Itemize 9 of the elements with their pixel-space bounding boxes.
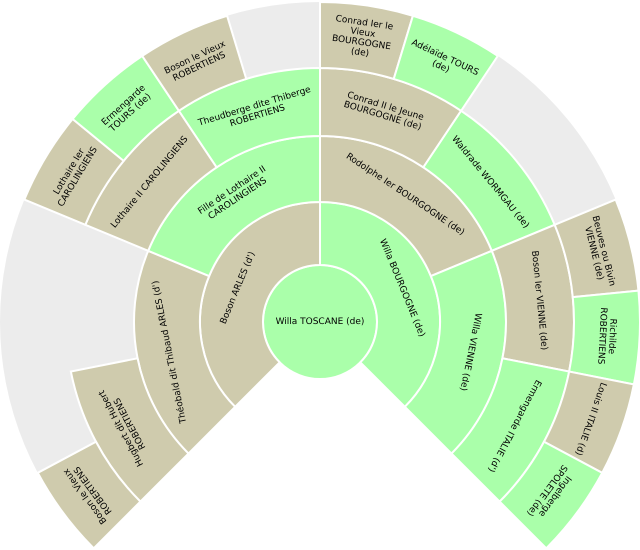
- person-name: Boson Ier VIENNE (de): [529, 250, 549, 351]
- person-name: Théobald dit Thibaud ARLES (d'): [150, 280, 190, 424]
- person-name: Louis II ITALIE (d): [572, 380, 608, 457]
- ancestor-segment: [554, 198, 640, 298]
- person-name: Richilde ROBERTIENS: [594, 306, 619, 367]
- ancestor-segment: [262, 264, 378, 380]
- person-name: Willa TOSCANE (de): [276, 317, 364, 327]
- person-name: Willa VIENNE (de): [457, 312, 483, 392]
- person-name: Beuves ou Bivin VIENNE (de): [581, 214, 618, 290]
